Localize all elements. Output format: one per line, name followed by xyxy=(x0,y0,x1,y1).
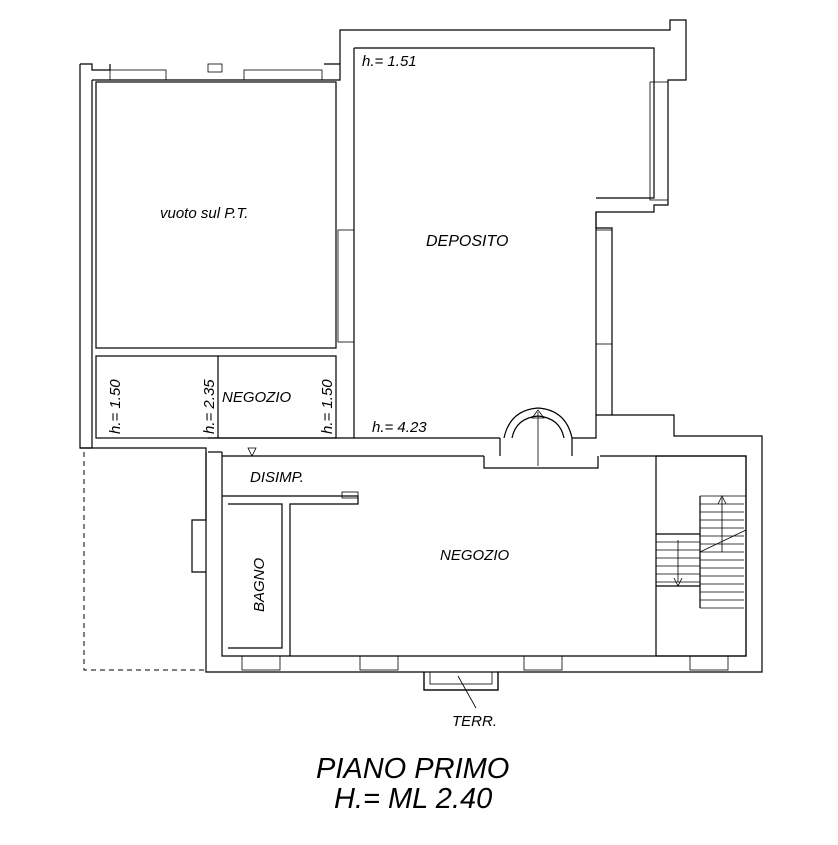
height-deposito-bottom: h.= 4.23 xyxy=(372,419,427,436)
label-terrace: TERR. xyxy=(452,713,497,730)
staircase xyxy=(655,455,747,657)
bathroom-walls xyxy=(222,491,359,656)
height-negozio-right: h.= 1.50 xyxy=(319,379,336,434)
label-deposito: DEPOSITO xyxy=(426,233,508,250)
hatch-arch xyxy=(503,407,573,466)
label-negozio-upper: NEGOZIO xyxy=(222,389,292,406)
height-negozio-mid: h.= 2.35 xyxy=(201,379,218,434)
plan-title: PIANO PRIMO xyxy=(316,753,509,785)
height-deposito-top: h.= 1.51 xyxy=(362,53,417,70)
void-boundary xyxy=(83,452,206,671)
label-disimp: DISIMP. xyxy=(250,469,304,486)
height-negozio-left: h.= 1.50 xyxy=(107,379,124,434)
label-negozio-main: NEGOZIO xyxy=(440,547,510,564)
plan-height: H.= ML 2.40 xyxy=(334,783,492,815)
door-marker-icon xyxy=(247,447,257,457)
terrace-leader xyxy=(457,675,477,709)
label-bagno: BAGNO xyxy=(251,557,268,612)
label-void: vuoto sul P.T. xyxy=(160,205,248,222)
outer-walls xyxy=(79,19,763,691)
